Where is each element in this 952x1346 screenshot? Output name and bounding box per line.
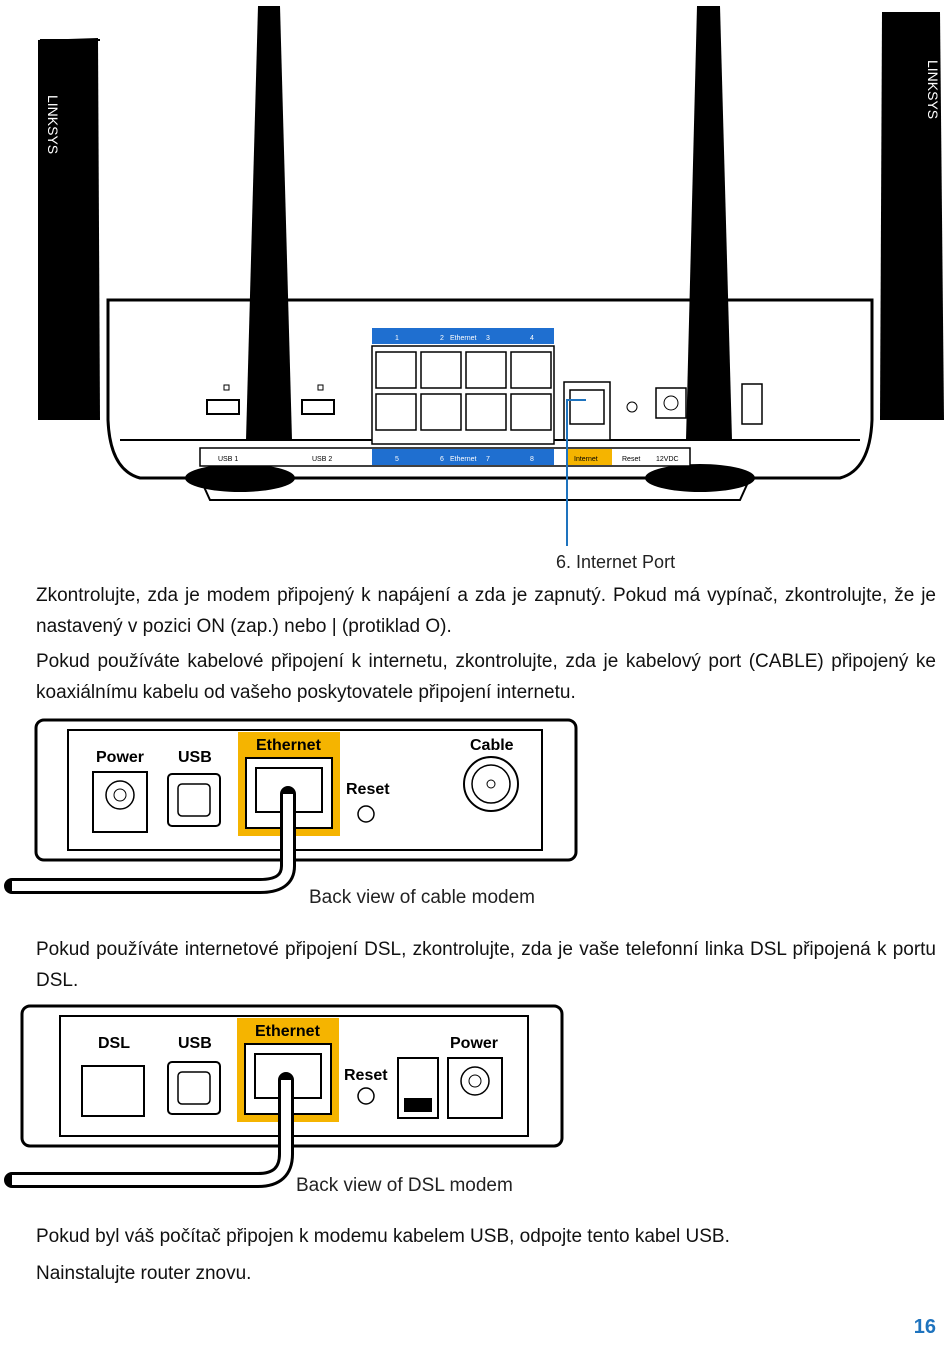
port-2-label: 2 (440, 335, 444, 342)
cable-power-label: Power (96, 749, 144, 766)
port-3-label: 3 (486, 335, 490, 342)
port-8-label: 8 (530, 456, 534, 463)
port-6-label: 6 (440, 456, 444, 463)
port-4-label: 4 (530, 335, 534, 342)
port-1-label: 1 (395, 335, 399, 342)
dsl-ethernet-label: Ethernet (255, 1023, 321, 1040)
left-antenna-logo: LINKSYS (45, 95, 61, 154)
reset-label: Reset (622, 456, 640, 463)
dsl-modem-caption: Back view of DSL modem (296, 1175, 513, 1196)
port-5-label: 5 (395, 456, 399, 463)
cable-cable-label: Cable (470, 737, 514, 754)
dsl-power-label: Power (450, 1035, 498, 1052)
paragraph-1: Zkontrolujte, zda je modem připojený k n… (36, 585, 936, 637)
usb2-label: USB 2 (312, 456, 332, 463)
ethernet-ports (371, 345, 555, 445)
dsl-usb-label: USB (178, 1035, 212, 1052)
paragraph-3: Pokud používáte internetové připojení DS… (36, 939, 936, 991)
router-back-illustration: LINKSYS LINKSYS USB 1 USB 2 5 6 Ethernet… (38, 6, 944, 572)
cable-reset-label: Reset (346, 781, 390, 798)
dsl-reset-label: Reset (344, 1067, 388, 1084)
usb1-label: USB 1 (218, 456, 238, 463)
internet-label: Internet (574, 456, 598, 463)
ethernet-top-label: Ethernet (450, 335, 477, 342)
paragraph-5: Nainstalujte router znovu. (36, 1263, 252, 1284)
page-number: 16 (913, 1316, 936, 1338)
cable-usb-label: USB (178, 749, 212, 766)
port-7-label: 7 (486, 456, 490, 463)
ethernet-bottom-label: Ethernet (450, 456, 477, 463)
cable-ethernet-label: Ethernet (256, 737, 322, 754)
cable-modem-caption: Back view of cable modem (309, 887, 535, 908)
internet-port-callout: 6. Internet Port (556, 552, 675, 572)
dsl-dsl-label: DSL (98, 1035, 130, 1052)
cable-modem-illustration: Power USB Ethernet Reset Cable (4, 718, 578, 894)
dsl-modem-illustration: DSL USB Ethernet Reset Power (4, 1004, 564, 1188)
paragraph-2: Pokud používáte kabelové připojení k int… (36, 651, 936, 703)
right-antenna-logo: LINKSYS (925, 60, 941, 119)
power-label: 12VDC (656, 456, 679, 463)
paragraph-4: Pokud byl váš počítač připojen k modemu … (36, 1226, 730, 1247)
